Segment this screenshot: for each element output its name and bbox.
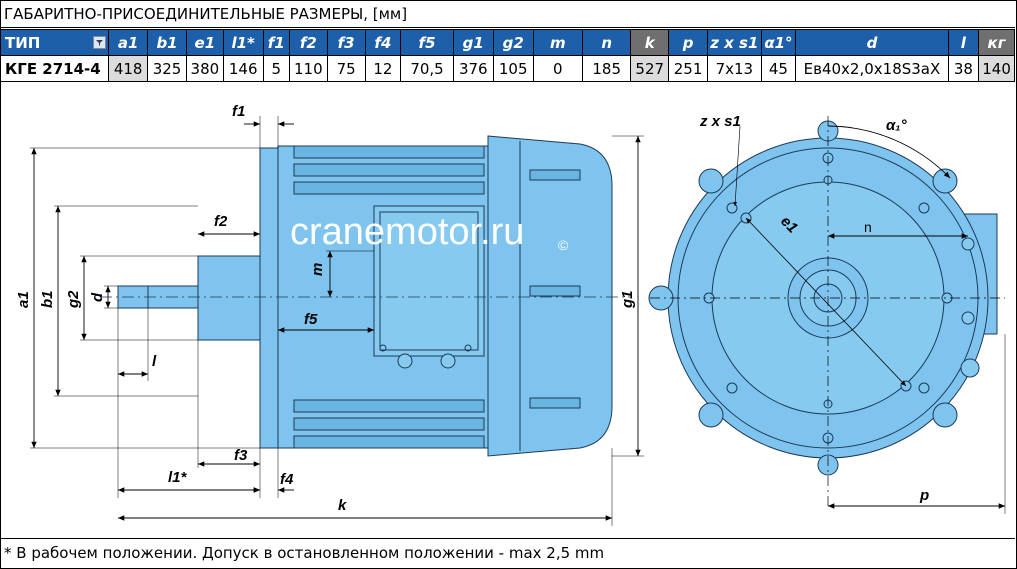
dimensions-table: ТИП a1 b1 e1 l1* f1 f2 f3 f4 f5 g1 g2 m … bbox=[0, 29, 1015, 82]
label-d: d bbox=[89, 292, 106, 302]
label-a1: a1 bbox=[15, 291, 32, 308]
label-l1: l1* bbox=[168, 469, 188, 486]
value-a1: 418 bbox=[108, 55, 149, 82]
header-p: p bbox=[668, 29, 709, 56]
header-f5: f5 bbox=[400, 29, 454, 56]
header-f4: f4 bbox=[364, 29, 402, 56]
header-f2: f2 bbox=[288, 29, 328, 56]
value-d: Ев40x2,0x18S3aX bbox=[795, 55, 949, 82]
label-g2: g2 bbox=[65, 290, 82, 309]
header-m: m bbox=[532, 29, 584, 56]
header-l1: l1* bbox=[222, 29, 264, 56]
label-l: l bbox=[152, 353, 157, 370]
value-f3: 75 bbox=[326, 55, 366, 82]
value-b1: 325 bbox=[147, 55, 187, 82]
side-view bbox=[117, 135, 613, 457]
header-l: l bbox=[947, 29, 980, 56]
header-f3: f3 bbox=[326, 29, 366, 56]
type-value: КГЕ 2714-4 bbox=[0, 55, 110, 82]
label-f4: f4 bbox=[280, 471, 294, 488]
value-p: 251 bbox=[668, 55, 709, 82]
terminal-box bbox=[373, 205, 485, 357]
header-alpha1: α1° bbox=[760, 29, 797, 56]
header-kg: кг bbox=[978, 29, 1015, 56]
value-kg: 140 bbox=[978, 55, 1015, 82]
type-header: ТИП bbox=[0, 29, 110, 56]
value-l1: 146 bbox=[222, 55, 264, 82]
watermark-copyright: © bbox=[558, 237, 569, 253]
header-b1: b1 bbox=[147, 29, 187, 56]
header-a1: a1 bbox=[108, 29, 149, 56]
label-f2: f2 bbox=[214, 213, 228, 230]
value-f4: 12 bbox=[364, 55, 402, 82]
label-f5: f5 bbox=[304, 311, 318, 328]
table-header-row: ТИП a1 b1 e1 l1* f1 f2 f3 f4 f5 g1 g2 m … bbox=[0, 29, 1015, 56]
label-p: p bbox=[919, 487, 929, 504]
flange-plate bbox=[259, 147, 279, 449]
value-f2: 110 bbox=[288, 55, 328, 82]
label-m: m bbox=[309, 263, 326, 276]
value-l: 38 bbox=[947, 55, 980, 82]
header-f1: f1 bbox=[262, 29, 290, 56]
header-d: d bbox=[795, 29, 949, 56]
header-n: n bbox=[582, 29, 632, 56]
label-b1: b1 bbox=[39, 290, 56, 308]
watermark: cranemotor.ru bbox=[290, 211, 524, 253]
value-m: 0 bbox=[532, 55, 584, 82]
motor-drawing: f1 f2 f3 f4 f5 m a1 b1 g2 d l l1* k g1 c… bbox=[15, 103, 1006, 526]
label-n: n bbox=[864, 219, 872, 235]
label-zxs1: z x s1 bbox=[699, 113, 741, 130]
label-g1: g1 bbox=[619, 290, 636, 309]
filter-icon[interactable] bbox=[93, 36, 107, 49]
header-e1: e1 bbox=[185, 29, 224, 56]
value-n: 185 bbox=[582, 55, 632, 82]
value-g2: 105 bbox=[492, 55, 534, 82]
table-row: КГЕ 2714-4 418 325 380 146 5 110 75 12 7… bbox=[0, 55, 1015, 82]
header-g2: g2 bbox=[492, 29, 534, 56]
value-f5: 70,5 bbox=[400, 55, 454, 82]
value-zxs1: 7x13 bbox=[707, 55, 762, 82]
value-alpha1: 45 bbox=[760, 55, 797, 82]
page-title: ГАБАРИТНО-ПРИСОЕДИНИТЕЛЬНЫЕ РАЗМЕРЫ, [мм… bbox=[0, 0, 1015, 28]
header-zxs1: z x s1 bbox=[707, 29, 762, 56]
value-e1: 380 bbox=[185, 55, 224, 82]
label-f3: f3 bbox=[234, 447, 248, 464]
label-alpha: α₁° bbox=[886, 117, 908, 134]
label-k: k bbox=[338, 497, 347, 514]
flange-spigot bbox=[197, 255, 261, 341]
value-g1: 376 bbox=[452, 55, 494, 82]
type-header-label: ТИП bbox=[5, 33, 41, 52]
header-g1: g1 bbox=[452, 29, 494, 56]
value-k: 527 bbox=[630, 55, 670, 82]
footnote: * В рабочем положении. Допуск в остановл… bbox=[0, 538, 1015, 567]
header-k: k bbox=[630, 29, 670, 56]
label-f1: f1 bbox=[232, 103, 245, 120]
value-f1: 5 bbox=[262, 55, 290, 82]
